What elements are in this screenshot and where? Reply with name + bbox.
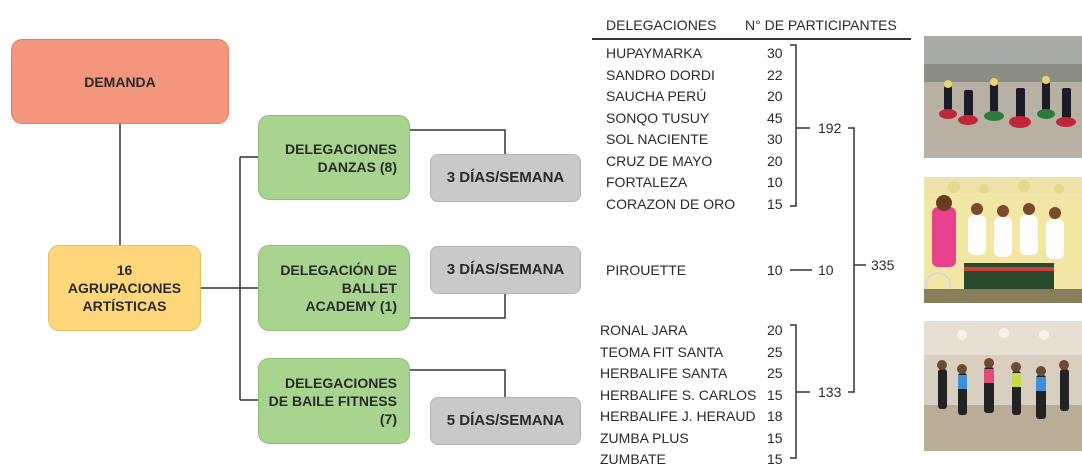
fitness-box: DELEGACIONES DE BAILE FITNESS (7) bbox=[258, 358, 410, 444]
participantes-value: 22 bbox=[767, 66, 783, 83]
demanda-label: DEMANDA bbox=[84, 73, 156, 90]
dias-danzas-box: 3 DÍAS/SEMANA bbox=[430, 154, 581, 202]
participantes-value: 10 bbox=[767, 262, 783, 278]
delegacion-name: HERBALIFE J. HERAUD bbox=[600, 408, 756, 424]
delegacion-name: ZUMBATE bbox=[600, 451, 666, 466]
participantes-value: 25 bbox=[767, 365, 783, 381]
total-fitness: 133 bbox=[818, 384, 842, 400]
header-delegaciones: DELEGACIONES bbox=[606, 17, 717, 33]
total-grand: 335 bbox=[871, 257, 895, 273]
delegacion-name: SONQO TUSUY bbox=[606, 109, 710, 126]
header-participantes: N° DE PARTICIPANTES bbox=[745, 17, 897, 33]
dias-danzas-label: 3 DÍAS/SEMANA bbox=[446, 169, 565, 186]
fitness-label: DELEGACIONES DE BAILE FITNESS (7) bbox=[268, 375, 397, 427]
total-ballet: 10 bbox=[818, 262, 834, 278]
delegacion-name: HUPAYMARKA bbox=[606, 45, 702, 61]
danzas-box: DELEGACIONES DANZAS (8) bbox=[258, 115, 410, 200]
fitness-class-photo bbox=[924, 321, 1082, 451]
total-danzas: 192 bbox=[818, 120, 842, 136]
delegacion-name: PIROUETTE bbox=[606, 262, 687, 278]
participantes-value: 18 bbox=[767, 408, 783, 424]
agrupaciones-label: 16 AGRUPACIONES ARTÍSTICAS bbox=[67, 262, 182, 314]
demanda-box: DEMANDA bbox=[11, 39, 229, 124]
participantes-value: 15 bbox=[767, 451, 783, 466]
ballet-box: DELEGACIÓN DE BALLET ACADEMY (1) bbox=[258, 245, 410, 331]
participantes-value: 10 bbox=[767, 174, 783, 190]
participantes-value: 15 bbox=[767, 429, 783, 446]
agrupaciones-box: 16 AGRUPACIONES ARTÍSTICAS bbox=[48, 245, 201, 331]
delegacion-name: HERBALIFE SANTA bbox=[600, 365, 728, 381]
delegacion-name: HERBALIFE S. CARLOS bbox=[600, 386, 757, 403]
ballet-children-photo bbox=[924, 177, 1082, 303]
ballet-label: DELEGACIÓN DE BALLET ACADEMY (1) bbox=[280, 262, 397, 314]
participantes-value: 30 bbox=[767, 45, 783, 61]
delegacion-name: RONAL JARA bbox=[600, 322, 688, 338]
delegacion-name: CORAZON DE ORO bbox=[606, 195, 736, 212]
participantes-value: 20 bbox=[767, 322, 783, 338]
delegacion-name: TEOMA FIT SANTA bbox=[600, 343, 724, 360]
dias-fitness-box: 5 DÍAS/SEMANA bbox=[430, 397, 581, 445]
delegacion-name: ZUMBA PLUS bbox=[600, 429, 689, 446]
participantes-value: 15 bbox=[767, 195, 783, 212]
participantes-value: 15 bbox=[767, 386, 783, 403]
delegacion-name: SAUCHA PERÚ bbox=[606, 88, 707, 104]
delegacion-name: FORTALEZA bbox=[606, 174, 688, 190]
participantes-value: 20 bbox=[767, 88, 783, 104]
danzas-label: DELEGACIONES DANZAS (8) bbox=[284, 140, 397, 175]
delegacion-name: SANDRO DORDI bbox=[606, 66, 715, 83]
dance-group-outdoor-photo bbox=[924, 36, 1082, 158]
dias-ballet-box: 3 DÍAS/SEMANA bbox=[430, 246, 581, 294]
participantes-value: 20 bbox=[767, 152, 783, 169]
participantes-value: 30 bbox=[767, 131, 783, 147]
participantes-value: 45 bbox=[767, 109, 783, 126]
header-rule bbox=[592, 38, 911, 40]
dias-ballet-label: 3 DÍAS/SEMANA bbox=[446, 261, 565, 278]
dias-fitness-label: 5 DÍAS/SEMANA bbox=[446, 412, 565, 429]
delegacion-name: CRUZ DE MAYO bbox=[606, 152, 713, 169]
participantes-value: 25 bbox=[767, 343, 783, 360]
delegacion-name: SOL NACIENTE bbox=[606, 131, 709, 147]
